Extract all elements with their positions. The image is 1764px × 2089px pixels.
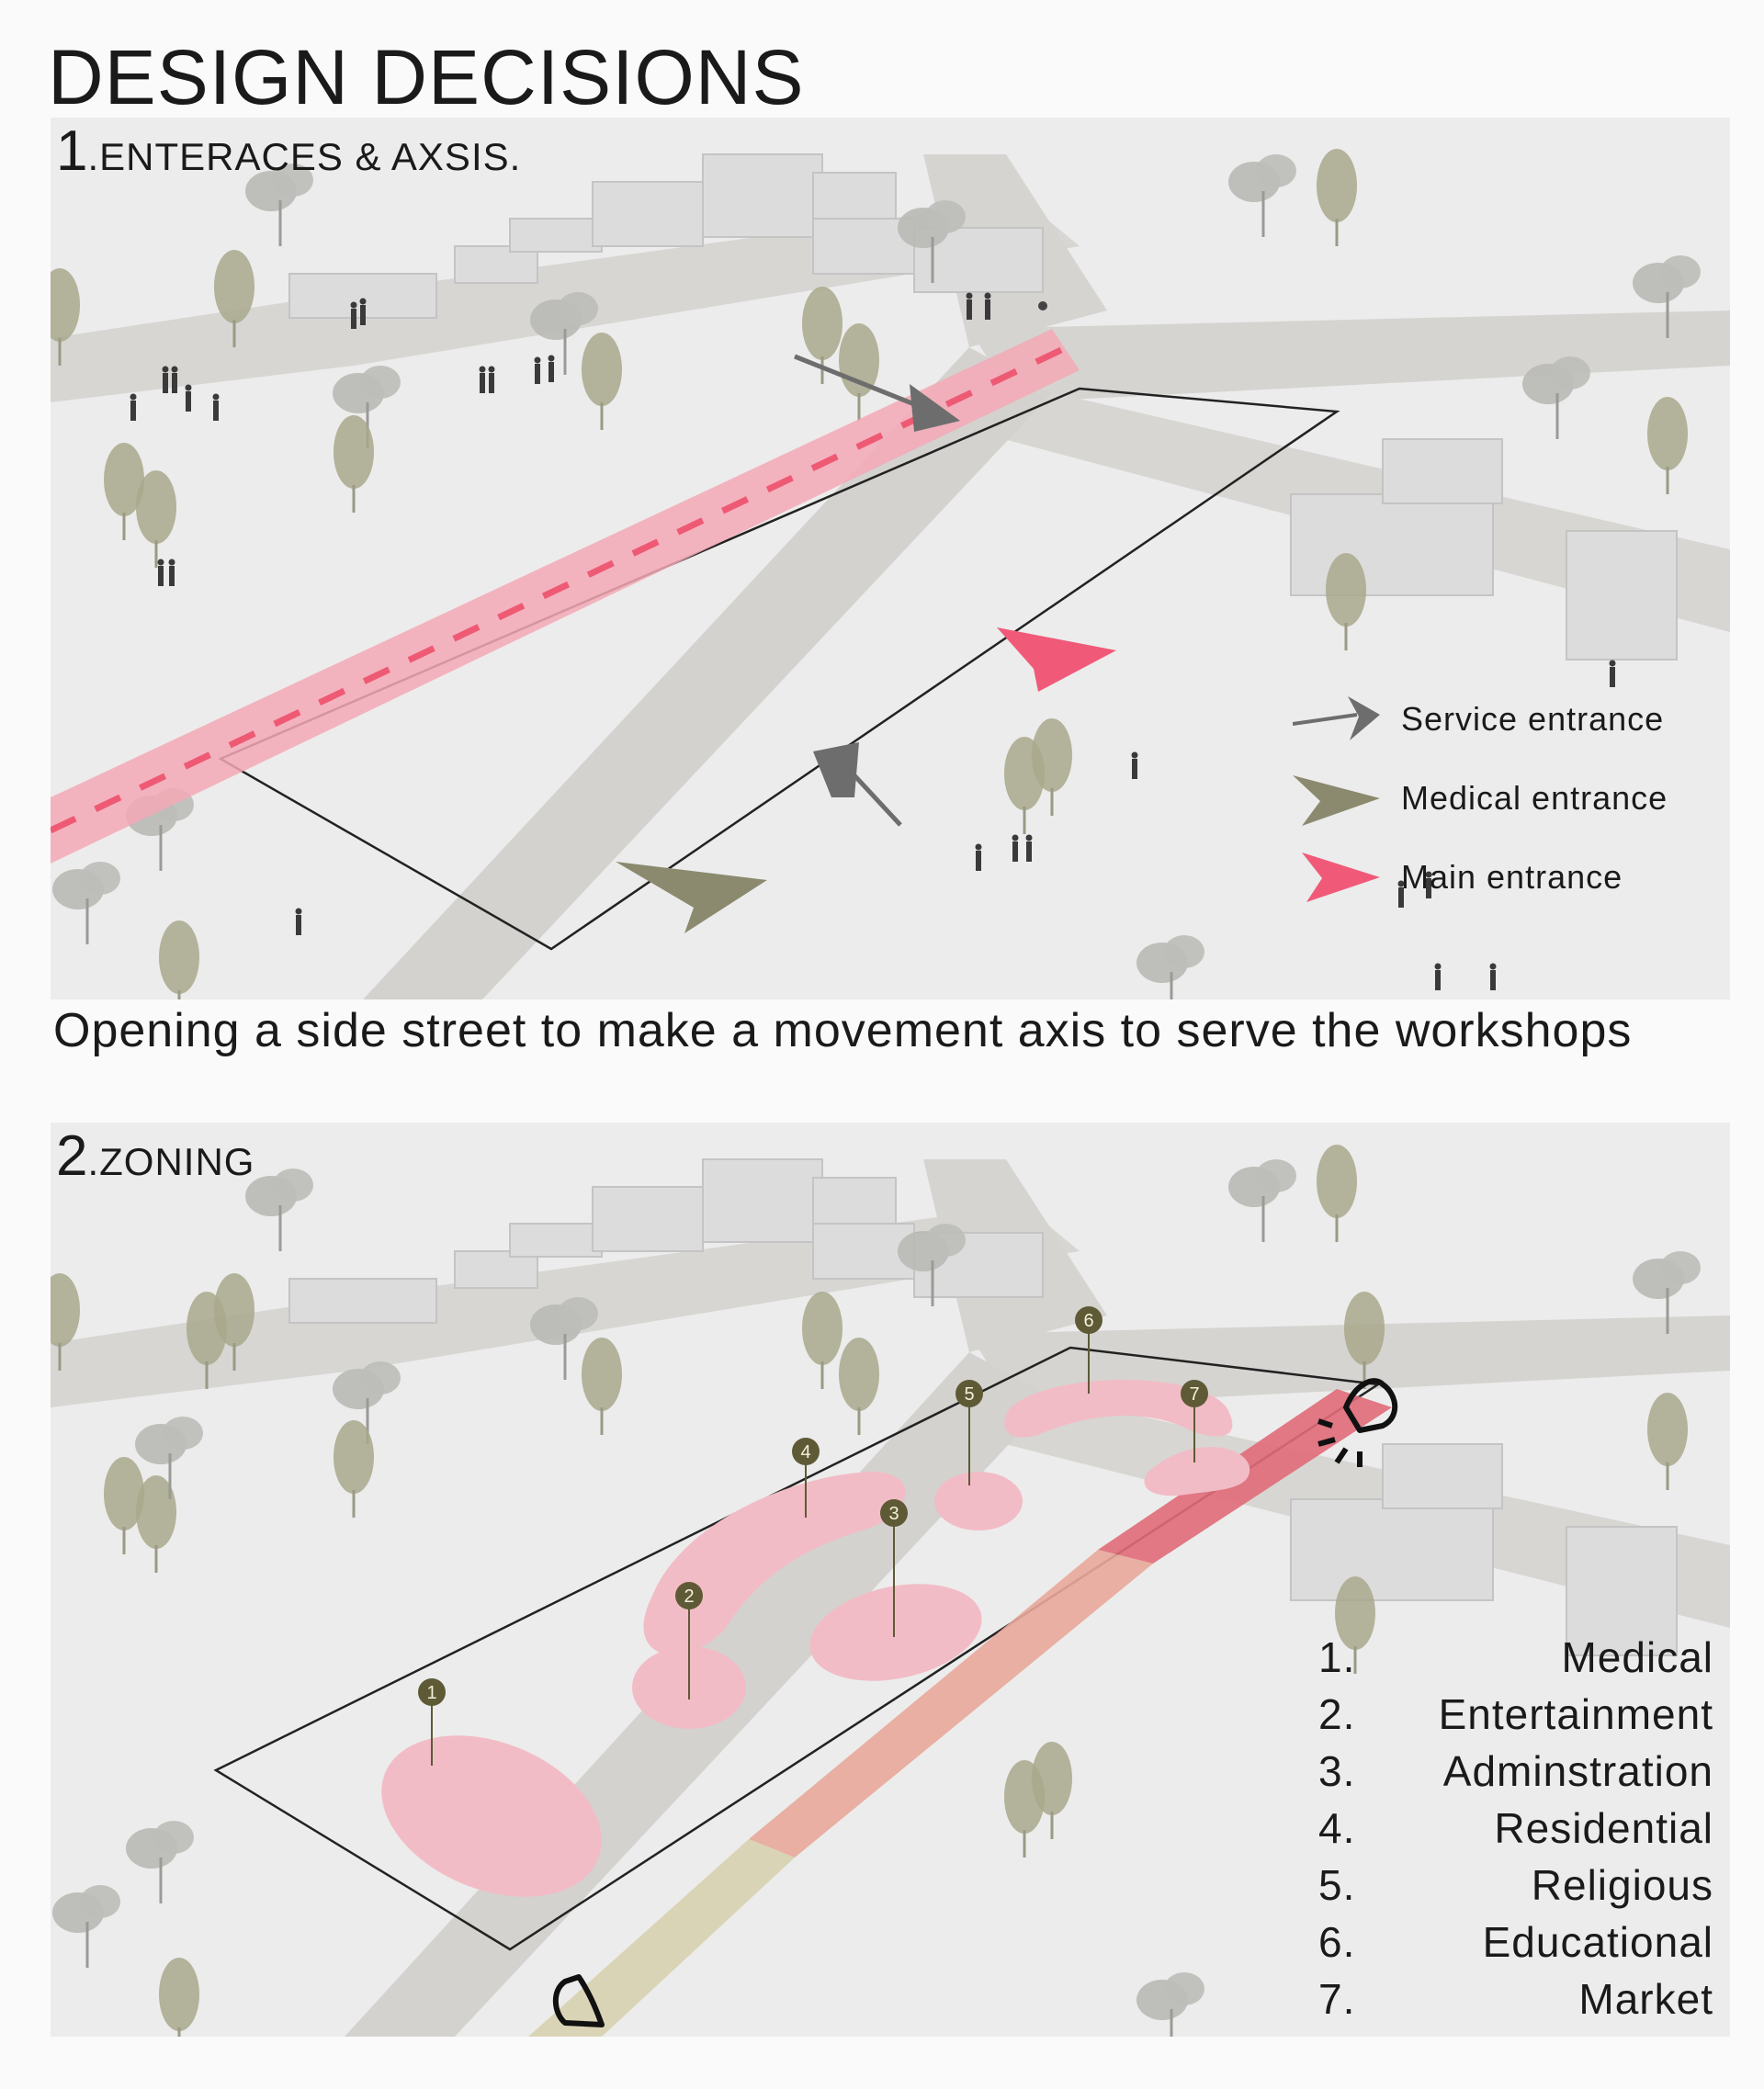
dark-gray-arrow-icon [1293, 696, 1380, 740]
legend-main-entrance: Main entrance [1293, 838, 1668, 917]
marker-label-3: 3 [888, 1504, 899, 1524]
section-1-title: .ENTERACES & AXSIS. [87, 135, 522, 178]
main-entrance-arrow-icon [997, 627, 1116, 692]
marker-label-6: 6 [1083, 1311, 1093, 1331]
legend-label: Medical entrance [1401, 779, 1668, 817]
zone-medical [381, 1735, 602, 1897]
section-2-title: .ZONING [87, 1140, 255, 1183]
bell-icon-top [1317, 1378, 1398, 1467]
olive-arrow-icon [1293, 775, 1380, 826]
bell-icon-bottom [552, 1974, 605, 2027]
zone-legend-item: 5.Religious [1318, 1861, 1713, 1909]
zone-areas [381, 1380, 1250, 1897]
zone-legend-item: 1.Medical [1318, 1633, 1713, 1681]
marker-label-4: 4 [800, 1442, 810, 1462]
marker-label-5: 5 [964, 1384, 974, 1405]
section-2-number: 2 [56, 1124, 88, 1188]
zone-legend-item: 3.Adminstration [1318, 1747, 1713, 1795]
zone-legend-item: 7.Market [1318, 1975, 1713, 2023]
marker-label-1: 1 [426, 1683, 436, 1703]
zone-market [1144, 1447, 1250, 1496]
marker-label-7: 7 [1189, 1384, 1199, 1405]
design-caption: Opening a side street to make a movement… [53, 1004, 1633, 1057]
street-segment-beige [528, 1839, 795, 2037]
legend-label: Main entrance [1401, 858, 1623, 896]
legend-service-entrance: Service entrance [1293, 680, 1668, 759]
medical-entrance-arrow-icon [616, 862, 767, 933]
legend-medical-entrance: Medical entrance [1293, 759, 1668, 838]
zone-educational [1004, 1380, 1233, 1438]
service-entrance-arrow-icon [794, 354, 960, 432]
service-entrance-arrow-icon-2 [813, 742, 902, 827]
zone-religious [934, 1472, 1023, 1530]
marker-label-2: 2 [684, 1587, 694, 1607]
zone-legend-item: 4.Residential [1318, 1804, 1713, 1852]
zone-residential [643, 1472, 906, 1655]
section-2-heading: 2.ZONING [56, 1128, 254, 1185]
zoning-map: 1 2 3 4 5 6 7 [51, 1143, 1730, 2037]
section-1-number: 1 [56, 119, 88, 183]
section-1-heading: 1.ENTERACES & AXSIS. [56, 123, 521, 180]
pink-arrow-icon [1302, 853, 1380, 902]
zone-legend-item: 2.Entertainment [1318, 1690, 1713, 1738]
zone-administration [809, 1584, 982, 1681]
entrance-legend: Service entrance Medical entrance Main e… [1293, 680, 1668, 917]
street-segment-orange [749, 1550, 1153, 1858]
entrances-axis-panel: 1.ENTERACES & AXSIS. Service entrance Me… [51, 118, 1730, 999]
zone-marker-pins [418, 1306, 1208, 1706]
legend-label: Service entrance [1401, 700, 1665, 738]
zoning-legend: 1.Medical 2.Entertainment 3.Adminstratio… [1318, 1632, 1713, 2031]
page-title: DESIGN DECISIONS [48, 34, 805, 120]
entrances-axis-map [51, 147, 1730, 999]
zone-legend-item: 6.Educational [1318, 1918, 1713, 1966]
zoning-panel: 1 2 3 4 5 6 7 2.ZONING 1.Medical 2.Enter… [51, 1123, 1730, 2037]
